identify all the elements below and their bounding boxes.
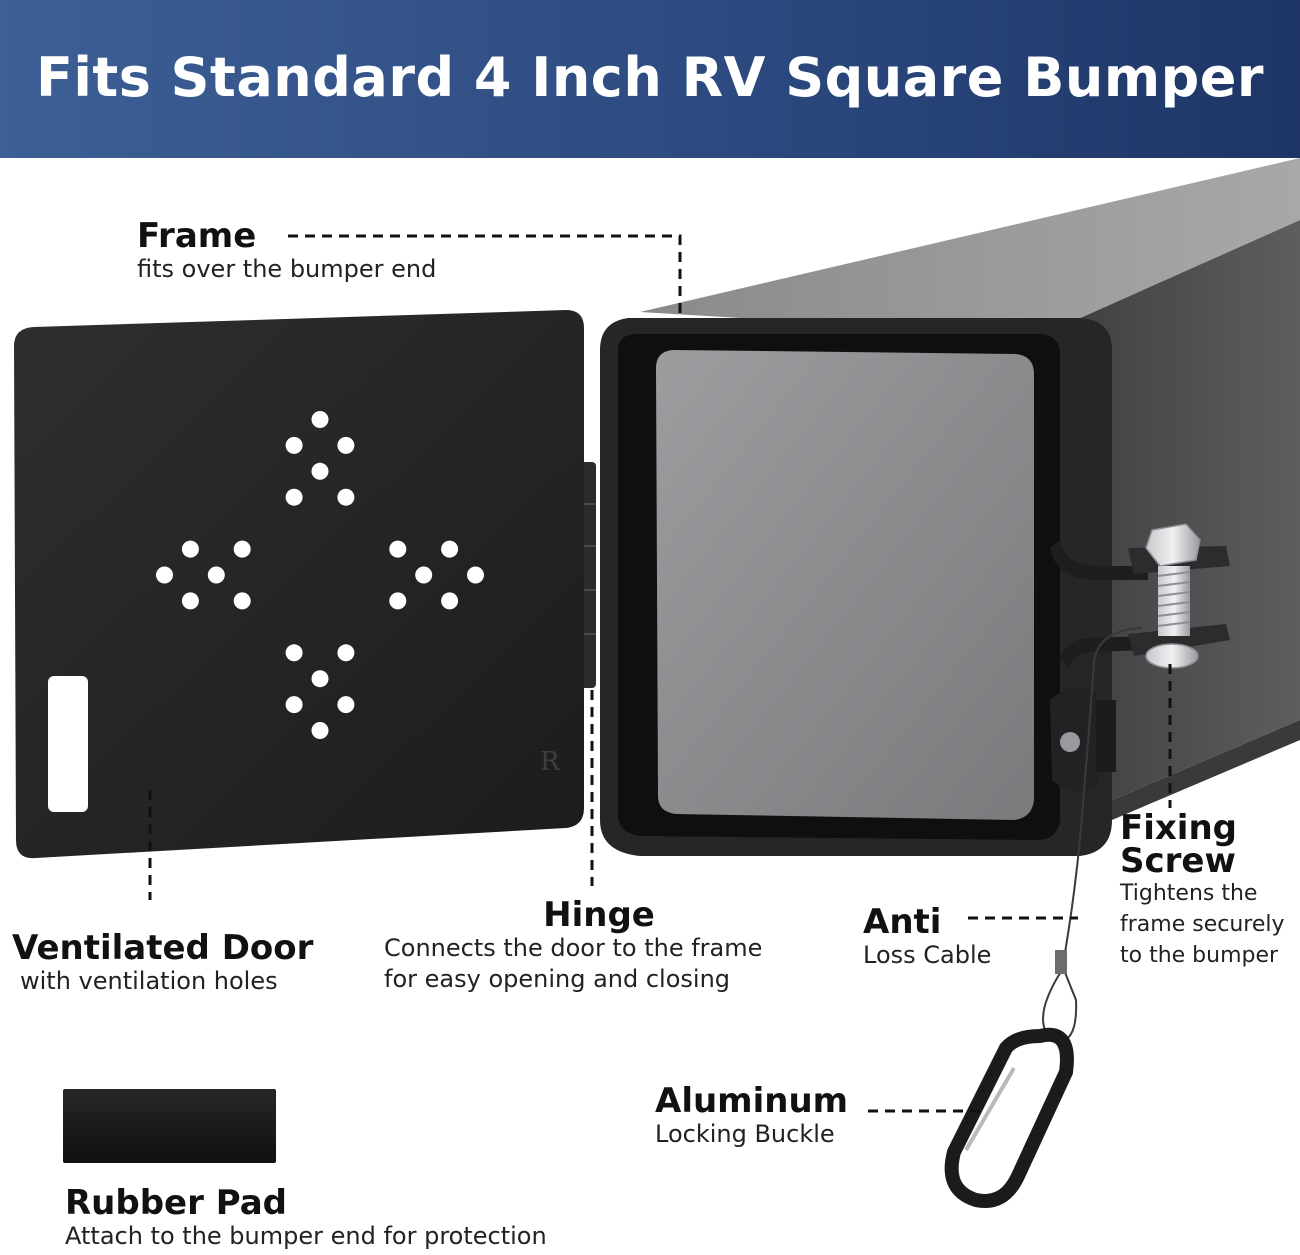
callout-cable: Anti Loss Cable [863, 904, 991, 971]
vent-hole [181, 592, 199, 610]
cable-desc: Loss Cable [863, 941, 992, 969]
vent-hole [441, 540, 459, 558]
vent-hole [285, 436, 303, 454]
vent-hole [207, 566, 225, 584]
pad-title: Rubber Pad [65, 1183, 288, 1223]
door-handle-slot [48, 676, 88, 812]
callout-screw: Fixing Screw Tightens the frame securely… [1120, 808, 1285, 971]
vent-hole [311, 670, 329, 688]
leader-lines [148, 234, 1172, 1113]
frame-body [600, 318, 1148, 856]
frame-title: Frame [137, 216, 257, 256]
pad-desc: Attach to the bumper end for protection [65, 1222, 547, 1250]
vent-hole [156, 566, 173, 584]
hinge-desc-2: for easy opening and closing [384, 965, 731, 993]
vent-hole [311, 411, 329, 428]
door-title: Ventilated Door [12, 928, 314, 968]
screw-desc-3: to the bumper [1120, 943, 1279, 968]
page-title: Fits Standard 4 Inch RV Square Bumper [35, 46, 1264, 109]
vent-hole [233, 592, 251, 610]
buckle-title: Aluminum [655, 1081, 849, 1121]
fixing-screw-hardware [1128, 523, 1230, 669]
callout-frame: Frame fits over the bumper end [137, 218, 436, 285]
frame-desc: fits over the bumper end [137, 255, 437, 283]
ventilation-holes [156, 411, 484, 739]
vent-hole [337, 488, 355, 506]
callout-buckle: Aluminum Locking Buckle [655, 1083, 848, 1150]
vent-hole [285, 696, 303, 714]
leader-frame [288, 234, 682, 318]
door-desc: with ventilation holes [20, 967, 278, 995]
ventilated-door: R [14, 310, 584, 859]
callout-door: Ventilated Door with ventilation holes [12, 930, 313, 997]
vent-hole [389, 540, 407, 558]
vent-hole [337, 644, 355, 662]
cable-title: Anti [863, 902, 942, 942]
vent-hole [415, 566, 433, 584]
vent-hole [311, 462, 329, 480]
header-banner: Fits Standard 4 Inch RV Square Bumper [0, 0, 1300, 158]
vent-hole [285, 644, 303, 662]
vent-hole [441, 592, 459, 610]
callout-hinge: Hinge Connects the door to the frame for… [384, 897, 814, 995]
vent-hole [337, 436, 355, 454]
screw-title-2: Screw [1120, 841, 1236, 881]
vent-hole [285, 488, 303, 506]
vent-hole [467, 566, 484, 584]
screw-desc-1: Tightens the [1120, 881, 1258, 906]
screw-desc-2: frame securely [1120, 912, 1285, 937]
carabiner [944, 1027, 1074, 1208]
hinge-title: Hinge [543, 895, 655, 935]
vent-hole [389, 592, 407, 610]
hinge-desc-1: Connects the door to the frame [384, 934, 763, 962]
buckle-desc: Locking Buckle [655, 1120, 835, 1148]
vent-hole [233, 540, 251, 558]
vent-hole [311, 722, 329, 739]
door-mark: R [540, 747, 561, 777]
screw-title-1: Fixing [1120, 808, 1238, 848]
vent-hole [181, 540, 199, 558]
rubber-pad [63, 1089, 276, 1163]
callout-pad: Rubber Pad Attach to the bumper end for … [65, 1185, 547, 1252]
vent-hole [337, 696, 355, 714]
cable-crimp [1055, 950, 1067, 974]
